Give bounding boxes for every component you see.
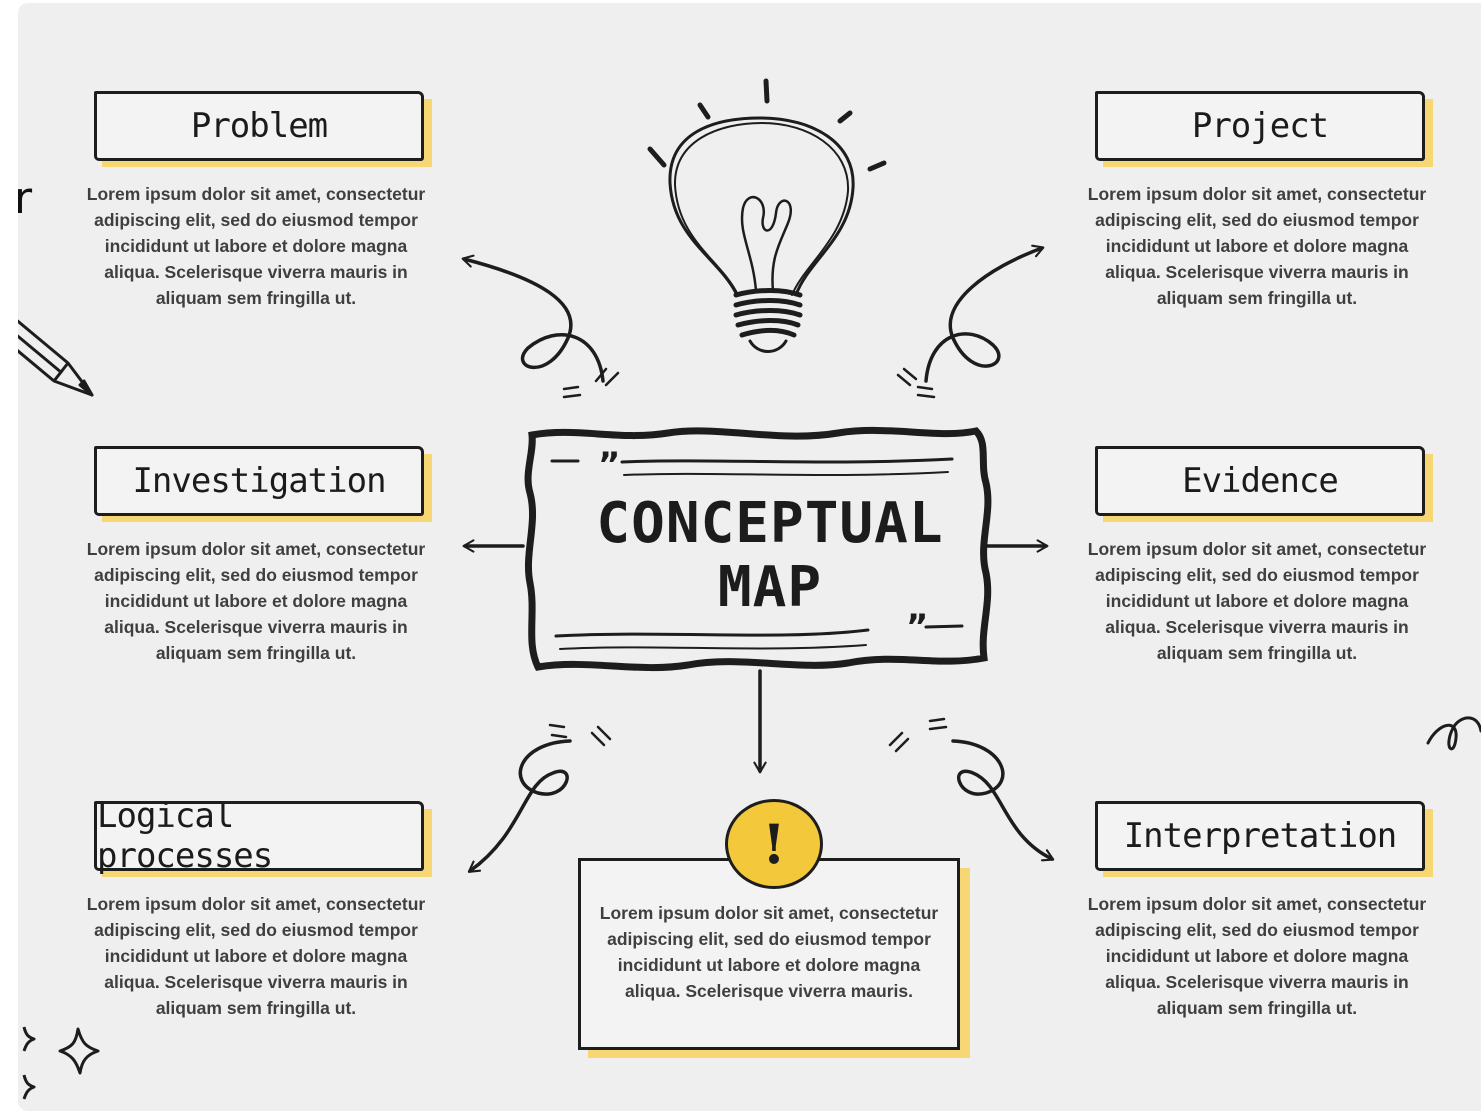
central-title-line-2: MAP xyxy=(717,555,823,620)
central-frame xyxy=(524,426,992,672)
exclamation-icon: ! xyxy=(725,799,823,889)
title-box: Problem xyxy=(94,91,424,161)
node-body-project: Lorem ipsum dolor sit amet, consectetur … xyxy=(1087,184,1427,308)
close-quote-mark: ” xyxy=(906,607,929,647)
node-body-investigation: Lorem ipsum dolor sit amet, consectetur … xyxy=(86,539,426,663)
card-box xyxy=(578,858,960,1050)
title-box: Logical processes xyxy=(94,796,424,876)
central-title-line-1: CONCEPTUAL xyxy=(596,491,944,556)
node-title-interpretation: Interpretation xyxy=(1095,801,1433,877)
bottom-note-card: Lorem ipsum dolor sit amet, consectetur … xyxy=(578,858,970,1058)
node-body-evidence: Lorem ipsum dolor sit amet, consectetur … xyxy=(1087,539,1427,663)
central-title: CONCEPTUAL MAP ” ” xyxy=(538,431,1002,663)
decorative-artwork xyxy=(18,78,1481,1100)
arrows xyxy=(462,539,1049,774)
node-title-logical-processes: Logical processes xyxy=(94,796,432,877)
title-box: Investigation xyxy=(94,446,424,516)
title-box: Interpretation xyxy=(1095,801,1425,871)
title-box: Project xyxy=(1095,91,1425,161)
lightbulb-icon xyxy=(647,78,887,353)
node-title-investigation: Investigation xyxy=(94,446,432,522)
sparkle-icon xyxy=(22,1026,100,1100)
node-body-problem: Lorem ipsum dolor sit amet, consectetur … xyxy=(86,184,426,308)
node-title-evidence: Evidence xyxy=(1095,446,1433,522)
node-title-problem: Problem xyxy=(94,91,432,167)
node-body-logical-processes: Lorem ipsum dolor sit amet, consectetur … xyxy=(86,894,426,1018)
swirl-arrow-icon xyxy=(461,244,1055,873)
node-title-project: Project xyxy=(1095,91,1433,167)
title-box: Evidence xyxy=(1095,446,1425,516)
node-body-interpretation: Lorem ipsum dolor sit amet, consectetur … xyxy=(1087,894,1427,1018)
open-quote-mark: ” xyxy=(598,445,621,485)
motion-ticks xyxy=(548,367,948,753)
pencil-icon xyxy=(18,319,94,397)
bottom-note-text: Lorem ipsum dolor sit amet, consectetur … xyxy=(599,903,939,1001)
concept-map-canvas: r xyxy=(18,3,1481,1111)
squiggle-icon xyxy=(1426,716,1481,751)
edge-text-fragment: r xyxy=(18,173,33,224)
